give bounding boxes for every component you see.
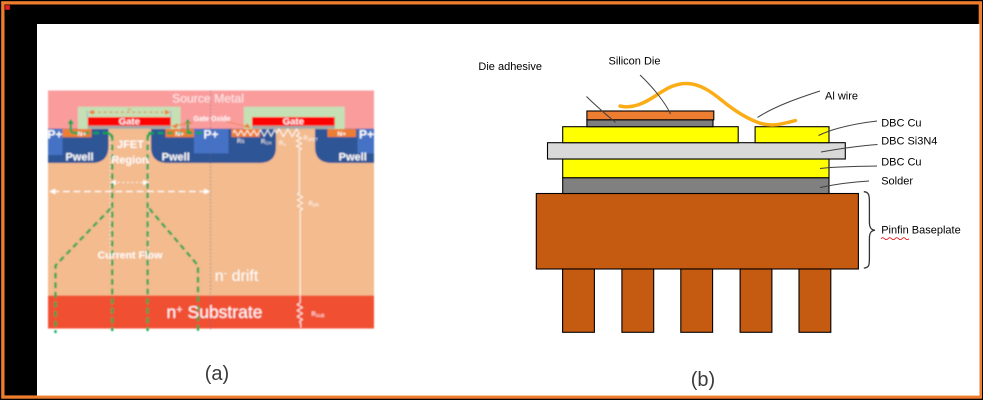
svg-text:DBC Cu: DBC Cu	[881, 157, 921, 169]
svg-text:P+: P+	[359, 128, 374, 142]
svg-text:RCH: RCH	[261, 140, 271, 146]
svg-text:Pwell: Pwell	[65, 152, 93, 164]
svg-text:Rs: Rs	[237, 139, 244, 145]
svg-text:Al wire: Al wire	[825, 91, 858, 103]
svg-text:n- drift: n- drift	[215, 268, 259, 286]
svg-text:P+: P+	[47, 128, 62, 142]
svg-text:Source Metal: Source Metal	[172, 92, 244, 106]
svg-text:RDR: RDR	[309, 202, 319, 208]
svg-text:Pwell: Pwell	[339, 152, 367, 164]
svg-text:Region: Region	[111, 155, 149, 167]
svg-text:n+ Substrate: n+ Substrate	[167, 302, 263, 322]
svg-text:Current Flow: Current Flow	[98, 250, 164, 262]
svg-text:Gate: Gate	[119, 117, 140, 128]
svg-text:Gate: Gate	[283, 117, 304, 128]
svg-text:Silicon Die: Silicon Die	[609, 56, 661, 68]
svg-text:Pwell: Pwell	[162, 152, 190, 164]
svg-text:Solder: Solder	[881, 176, 913, 188]
svg-text:DBC Cu: DBC Cu	[881, 118, 921, 130]
svg-text:w: w	[128, 107, 132, 112]
svg-text:RA: RA	[279, 141, 286, 147]
svg-text:RSUB: RSUB	[312, 312, 325, 318]
svg-text:DBC Si3N4: DBC Si3N4	[881, 136, 937, 148]
svg-text:N+: N+	[337, 131, 346, 138]
svg-text:Die adhesive: Die adhesive	[478, 61, 542, 73]
svg-text:Pinfin Baseplate: Pinfin Baseplate	[881, 225, 961, 237]
svg-text:N+: N+	[175, 131, 184, 138]
svg-text:Gate Oxide: Gate Oxide	[194, 116, 231, 123]
svg-text:P+: P+	[203, 128, 218, 142]
svg-text:(a): (a)	[205, 363, 229, 385]
svg-text:N+: N+	[78, 131, 87, 138]
svg-text:RJFET: RJFET	[304, 136, 319, 142]
svg-text:JFET: JFET	[117, 139, 144, 151]
svg-text:(b): (b)	[691, 369, 715, 391]
